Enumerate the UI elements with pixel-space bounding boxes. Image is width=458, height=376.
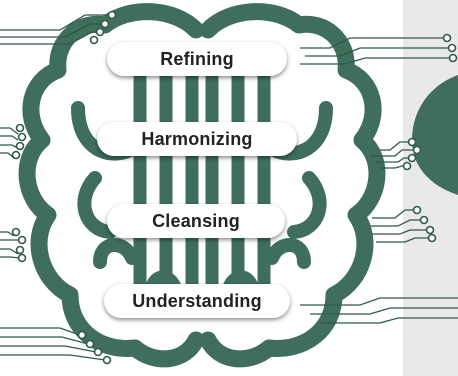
label-harmonizing: Harmonizing [97,122,297,156]
label-cleansing: Cleansing [107,204,285,238]
circuit-nodes-right [402,33,458,243]
circuit-nodes-left [11,10,117,365]
label-harmonizing-text: Harmonizing [141,128,253,149]
label-understanding-text: Understanding [132,290,262,311]
circuit-lines-right [300,37,458,324]
label-cleansing-text: Cleansing [152,210,240,231]
brain-stems [133,65,271,307]
label-refining-text: Refining [160,48,234,69]
circuit-lines-left [0,14,110,361]
label-understanding: Understanding [104,284,290,318]
side-panel-green-shape [412,75,458,195]
label-refining: Refining [107,42,287,76]
